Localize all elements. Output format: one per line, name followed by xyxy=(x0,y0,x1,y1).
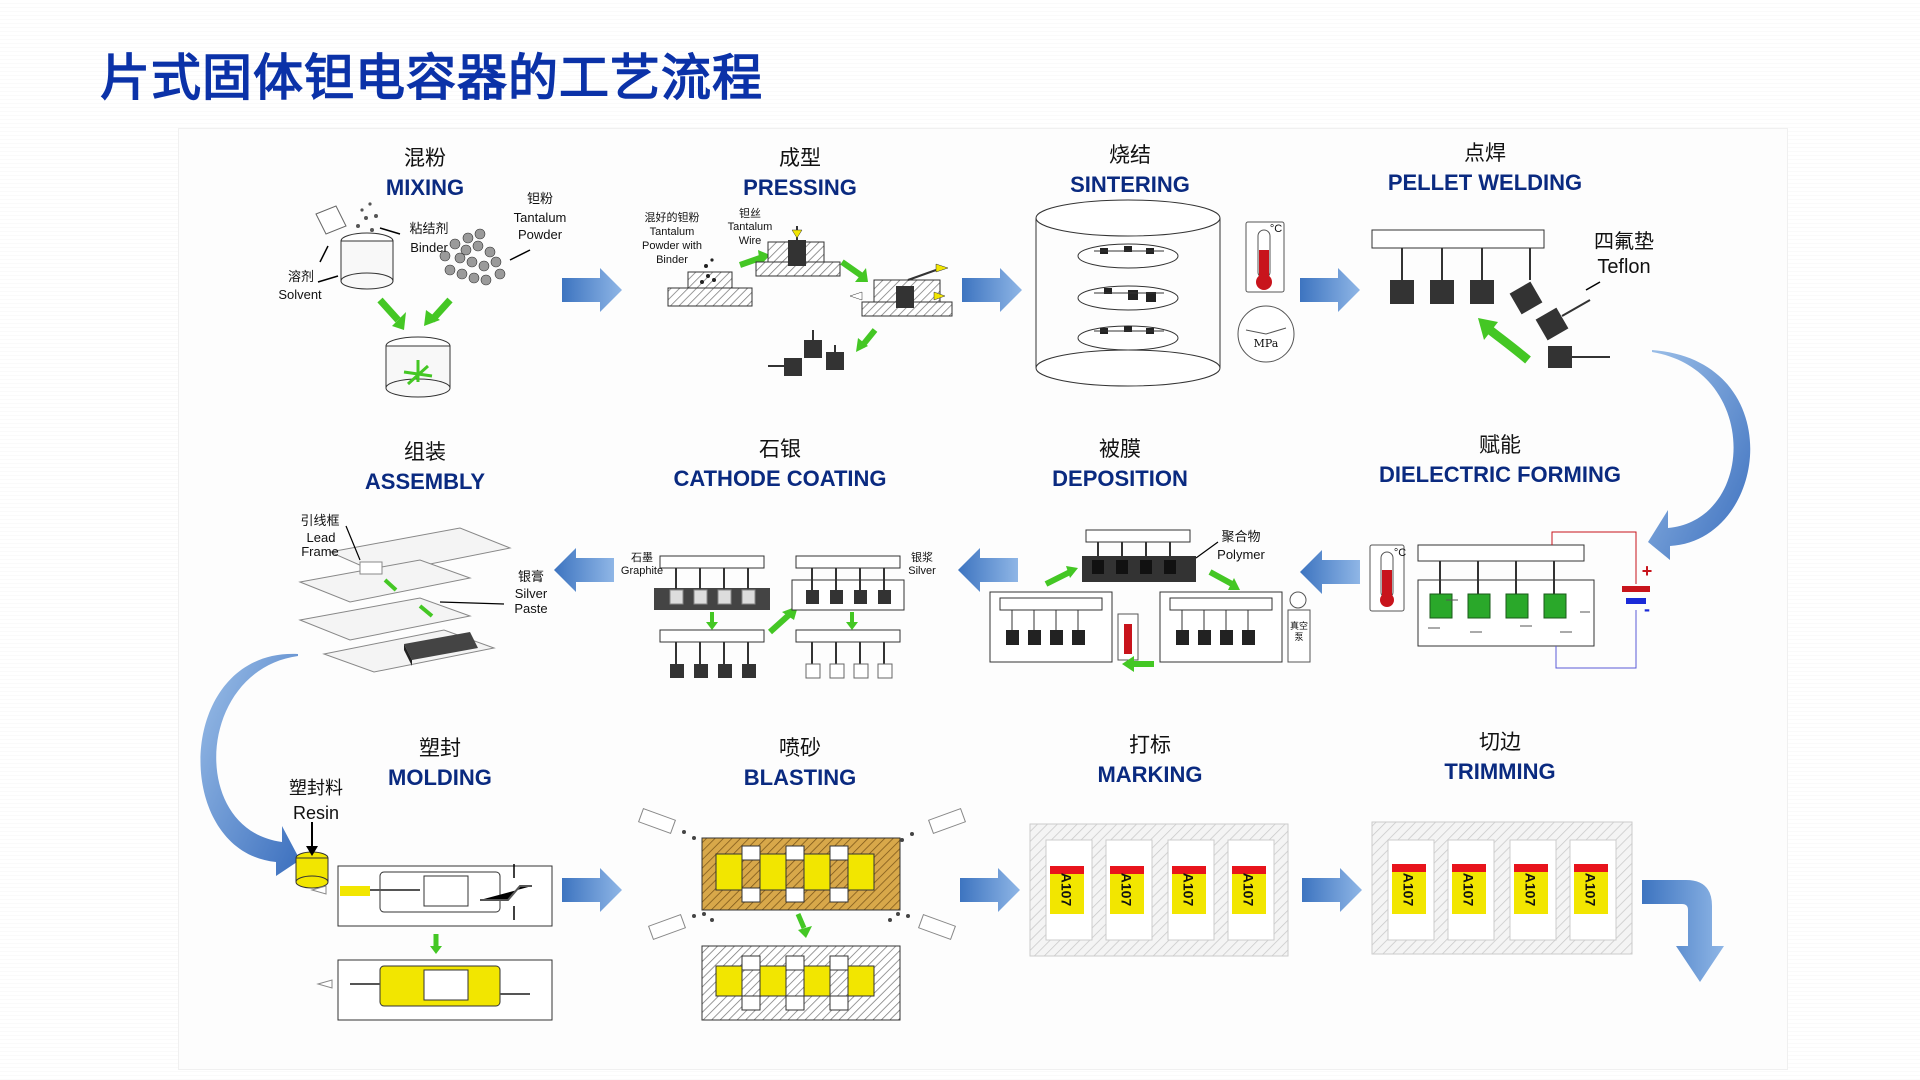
polymer-label-cn: 聚合物 xyxy=(1221,530,1261,545)
stage-marking: 打标 MARKING xyxy=(1075,730,1225,790)
stage-dielectric-forming-cn: 赋能 xyxy=(1479,433,1521,457)
binder-label-en: Binder xyxy=(410,240,448,255)
stage-pressing-en: PRESSING xyxy=(743,175,857,200)
mixed-powder-label-en2: Powder with xyxy=(642,240,702,252)
stage-sintering-cn: 烧结 xyxy=(1109,143,1151,167)
stage-molding-cn: 塑封 xyxy=(419,736,461,760)
flow-arrows-row1 xyxy=(562,268,1360,312)
mark-code-5: A107 xyxy=(1400,872,1417,907)
curved-arrow-left xyxy=(200,653,300,876)
stage-sintering-en: SINTERING xyxy=(1070,172,1190,197)
silver-paste-label-cn: 银膏 xyxy=(517,570,544,585)
lead-frame-label-cn: 引线框 xyxy=(300,514,340,529)
stage-trimming-en: TRIMMING xyxy=(1444,759,1556,784)
stage-trimming: 切边 TRIMMING xyxy=(1420,727,1580,787)
stage-assembly-en: ASSEMBLY xyxy=(364,469,486,494)
cathode-minus-label: - xyxy=(1644,599,1650,619)
pellet-welding-illustration xyxy=(1371,229,1610,368)
stage-deposition: 被膜 DEPOSITION xyxy=(1020,434,1220,494)
sintering-illustration xyxy=(1035,199,1295,387)
dielectric-forming-illustration xyxy=(1369,531,1650,669)
temperature-unit-label: °C xyxy=(1269,223,1283,235)
stage-dielectric-forming-en: DIELECTRIC FORMING xyxy=(1379,462,1621,487)
stage-dielectric-forming: 赋能 DIELECTRIC FORMING xyxy=(1360,430,1640,490)
ta-wire-label-en1: Tantalum xyxy=(727,221,773,233)
pressure-unit-label: MPa xyxy=(1253,337,1279,350)
stage-pressing-cn: 成型 xyxy=(779,146,821,170)
curved-arrow-right xyxy=(1648,350,1751,560)
dielectric-temp-unit: °C xyxy=(1393,547,1407,559)
mark-code-4: A107 xyxy=(1240,872,1257,907)
stage-sintering: 烧结 SINTERING xyxy=(1050,140,1210,200)
mixed-powder-label-cn: 混好的钽粉 xyxy=(644,211,700,224)
stage-marking-cn: 打标 xyxy=(1129,733,1171,757)
polymer-label-en: Polymer xyxy=(1217,547,1265,562)
mixed-powder-label-en3: Binder xyxy=(656,254,688,266)
stage-blasting-cn: 喷砂 xyxy=(779,736,821,760)
stage-pressing: 成型 PRESSING xyxy=(720,143,880,203)
stage-pellet-welding-en: PELLET WELDING xyxy=(1387,170,1583,195)
deposition-illustration xyxy=(989,529,1311,672)
ta-powder-label-en1: Tantalum xyxy=(513,210,567,225)
marking-illustration xyxy=(1029,823,1289,957)
stage-mixing-cn: 混粉 xyxy=(404,146,446,170)
ta-wire-label-en2: Wire xyxy=(738,235,762,247)
silver-label-en: Silver xyxy=(908,565,936,577)
ta-powder-label-en2: Powder xyxy=(517,227,563,242)
stage-blasting-en: BLASTING xyxy=(743,765,857,790)
mixed-powder-label-en1: Tantalum xyxy=(649,226,695,238)
ta-wire-label-cn: 钽丝 xyxy=(739,207,761,220)
lead-frame-label-en1: Lead xyxy=(306,530,336,545)
molding-illustration xyxy=(295,822,553,1021)
resin-label-cn: 塑封料 xyxy=(289,778,343,799)
anode-plus-label: + xyxy=(1641,561,1653,581)
stage-assembly-cn: 组装 xyxy=(404,440,446,464)
blasting-illustration xyxy=(637,807,967,1021)
stage-assembly: 组装 ASSEMBLY xyxy=(340,437,510,497)
graphite-label-cn: 石墨 xyxy=(631,551,653,564)
stage-cathode-coating-cn: 石银 xyxy=(759,437,801,461)
stage-molding: 塑封 MOLDING xyxy=(370,733,510,793)
stage-deposition-en: DEPOSITION xyxy=(1052,466,1188,491)
vacuum-pump-label-cn: 真空泵 xyxy=(1290,622,1309,643)
flow-arrows-row3 xyxy=(562,868,1724,982)
mark-code-7: A107 xyxy=(1522,872,1539,907)
ta-powder-label-cn: 钽粉 xyxy=(526,192,553,207)
teflon-label-cn: 四氟垫 xyxy=(1594,229,1654,253)
page-title: 片式固体钽电容器的工艺流程 xyxy=(100,48,763,107)
mark-code-1: A107 xyxy=(1058,872,1075,907)
silver-paste-label-en2: Paste xyxy=(514,601,548,616)
silver-paste-label-en1: Silver xyxy=(514,586,548,601)
trimming-illustration xyxy=(1371,821,1633,955)
stage-cathode-coating: 石银 CATHODE COATING xyxy=(650,434,910,494)
silver-label-cn: 银浆 xyxy=(911,551,933,564)
stage-marking-en: MARKING xyxy=(1097,762,1203,787)
cathode-coating-illustration xyxy=(654,555,905,679)
stage-mixing: 混粉 MIXING xyxy=(355,143,495,203)
stage-molding-en: MOLDING xyxy=(388,765,492,790)
binder-label-cn: 粘结剂 xyxy=(409,222,449,237)
mark-code-6: A107 xyxy=(1460,872,1477,907)
stage-pellet-welding-cn: 点焊 xyxy=(1464,141,1506,165)
mixing-illustration xyxy=(315,202,531,398)
mark-code-8: A107 xyxy=(1582,872,1599,907)
stage-trimming-cn: 切边 xyxy=(1479,730,1521,754)
teflon-label-en: Teflon xyxy=(1597,256,1651,278)
graphite-label-en: Graphite xyxy=(620,565,664,577)
stage-blasting: 喷砂 BLASTING xyxy=(725,733,875,793)
stage-deposition-cn: 被膜 xyxy=(1099,437,1141,461)
stage-mixing-en: MIXING xyxy=(385,175,465,200)
assembly-illustration xyxy=(298,525,512,673)
flow-arrows-row2 xyxy=(554,548,1360,594)
lead-frame-label-en2: Frame xyxy=(301,544,339,559)
solvent-label-en: Solvent xyxy=(278,287,322,302)
solvent-label-cn: 溶剂 xyxy=(287,270,314,285)
pressing-illustration xyxy=(667,226,953,376)
mark-code-2: A107 xyxy=(1118,872,1135,907)
stage-cathode-coating-en: CATHODE COATING xyxy=(673,466,887,491)
stage-pellet-welding: 点焊 PELLET WELDING xyxy=(1365,138,1605,198)
resin-label-en: Resin xyxy=(292,803,340,823)
mark-code-3: A107 xyxy=(1180,872,1197,907)
